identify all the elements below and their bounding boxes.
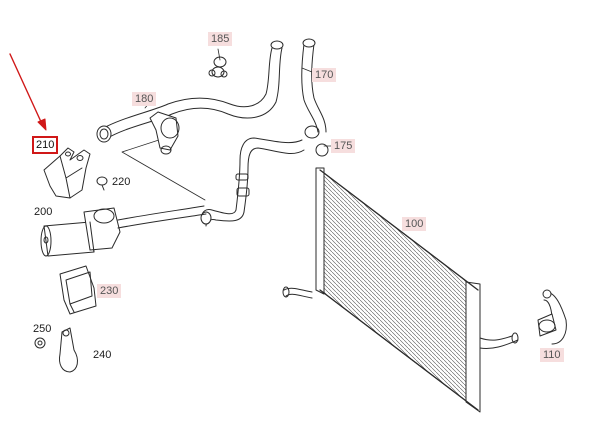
water-pump [40, 205, 207, 257]
part-label-170[interactable]: 170 [312, 68, 337, 82]
clamp-240 [59, 327, 78, 373]
o-ring [315, 143, 329, 157]
part-label-250[interactable]: 250 [33, 323, 52, 335]
part-label-200[interactable]: 200 [34, 206, 53, 218]
part-label-220[interactable]: 220 [112, 176, 131, 188]
part-label-100[interactable]: 100 [402, 217, 427, 231]
part-label-110[interactable]: 110 [540, 348, 564, 362]
hose-clips [208, 56, 228, 78]
radiator [282, 167, 519, 413]
part-label-240[interactable]: 240 [93, 349, 112, 361]
radiator-inlet-hose [200, 137, 305, 227]
upper-coolant-hose [96, 40, 284, 155]
nut-250 [34, 337, 46, 349]
part-label-180[interactable]: 180 [132, 92, 157, 106]
vertical-hose [301, 38, 327, 139]
pump-cover [59, 265, 97, 315]
bracket-210 [43, 147, 91, 199]
lower-hose-110 [537, 289, 567, 345]
part-label-230[interactable]: 230 [97, 284, 122, 298]
part-label-210[interactable]: 210 [32, 136, 59, 154]
screw-220 [96, 176, 108, 191]
part-label-175[interactable]: 175 [331, 139, 356, 153]
pointer-arrow [9, 53, 47, 131]
part-label-185[interactable]: 185 [208, 32, 233, 46]
